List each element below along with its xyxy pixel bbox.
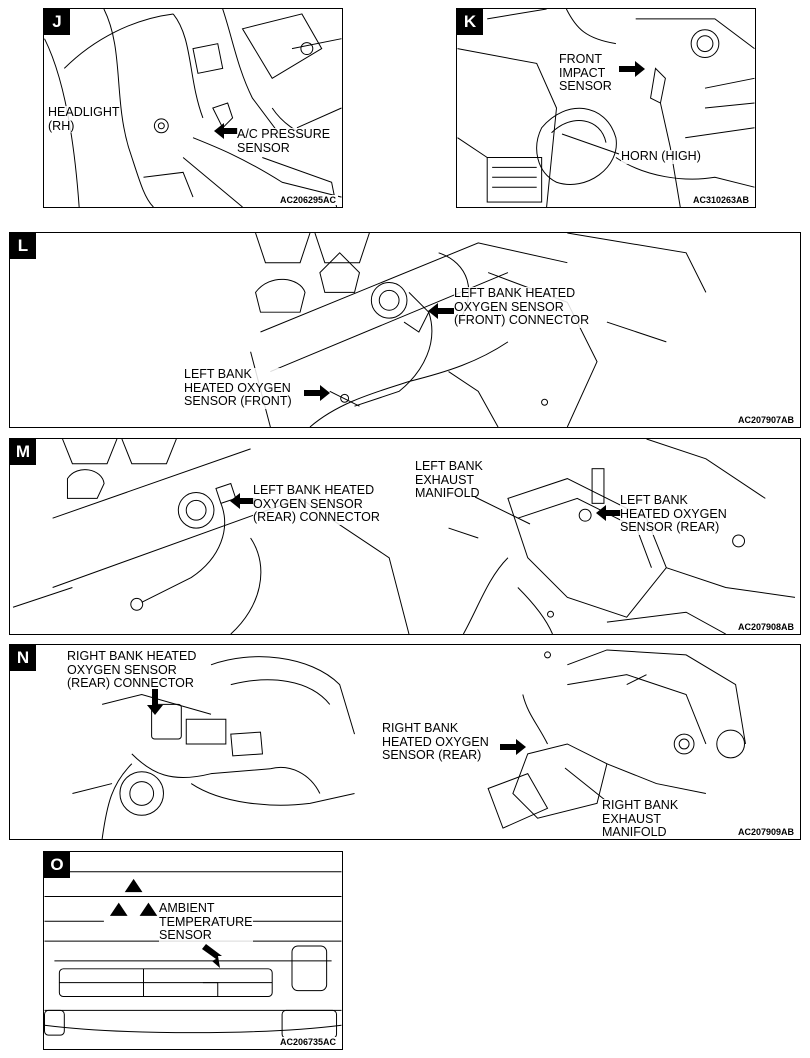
rear-connector-arrow-icon bbox=[230, 493, 256, 509]
panel-letter: O bbox=[44, 852, 70, 878]
impact-sensor-horn-illustration bbox=[457, 9, 755, 207]
figure-code: AC207907AB bbox=[735, 415, 796, 425]
figure-code: AC310263AB bbox=[690, 195, 751, 205]
figure-code: AC207908AB bbox=[735, 622, 796, 632]
headlight-label: HEADLIGHT(RH) bbox=[48, 105, 120, 133]
left-bank-front-oxygen-sensor-illustration bbox=[250, 233, 707, 427]
panel-letter: M bbox=[10, 439, 36, 465]
horn-label: HORN (HIGH) bbox=[621, 149, 701, 164]
front-sensor-arrow-icon bbox=[304, 385, 330, 401]
front-connector-arrow-icon bbox=[428, 303, 454, 319]
horn-leader-line bbox=[561, 133, 620, 155]
figure-code: AC206295AC bbox=[277, 195, 338, 205]
figure-code: AC207909AB bbox=[735, 827, 796, 837]
panel-letter: K bbox=[457, 9, 483, 35]
right-rear-sensor-arrow-icon bbox=[500, 739, 526, 755]
panel-letter: J bbox=[44, 9, 70, 35]
ambient-sensor-arrow-icon bbox=[202, 944, 222, 968]
left-bank-rear-oxygen-sensor-illustration bbox=[12, 439, 796, 634]
right-rear-connector-arrow-icon bbox=[147, 689, 163, 715]
manifold-leader-line bbox=[474, 496, 531, 525]
figure-code: AC206735AC bbox=[277, 1037, 338, 1047]
ac-sensor-arrow-icon bbox=[214, 123, 238, 139]
panel-letter: N bbox=[10, 645, 36, 671]
ambient-temperature-sensor-illustration bbox=[44, 871, 342, 1039]
right-manifold-leader-line bbox=[564, 767, 606, 801]
panel-letter: L bbox=[10, 233, 36, 259]
right-bank-rear-oxygen-sensor-illustration bbox=[72, 649, 746, 839]
rear-sensor-arrow-icon bbox=[596, 505, 622, 521]
impact-sensor-arrow-icon bbox=[619, 61, 645, 77]
